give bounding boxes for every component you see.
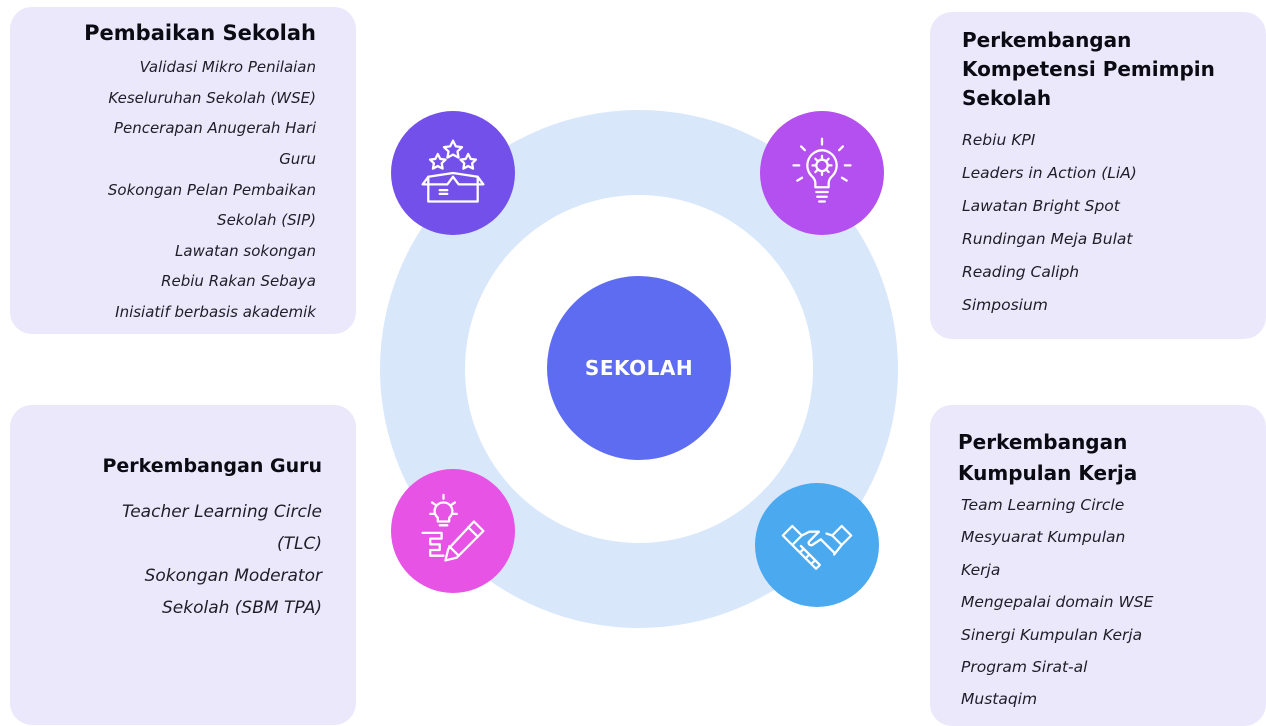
list-item: Rebiu KPI (962, 131, 1036, 149)
list-item: (TLC) (277, 533, 322, 554)
list-item: Keseluruhan Sekolah (WSE) (108, 88, 316, 107)
panel-kumpulan-kerja: Perkembangan Kumpulan Kerja Team Learnin… (930, 405, 1266, 726)
list-item: Sokongan Moderator (144, 565, 322, 586)
panel-perkembangan-guru: Perkembangan Guru Teacher Learning Circl… (10, 405, 356, 725)
panel-title: Perkembangan Kumpulan Kerja (958, 427, 1266, 489)
list-item: Rebiu Rakan Sebaya (161, 272, 316, 291)
panel-title-line: Kompetensi Pemimpin (962, 57, 1215, 81)
list-item: Kerja (961, 560, 1001, 579)
item-list: Validasi Mikro Penilaian Keseluruhan Sek… (22, 52, 316, 327)
panel-title-line: Perkembangan (962, 28, 1132, 52)
lightbulb-gear-icon (760, 111, 884, 235)
item-list: Rebiu KPI Leaders in Action (LiA) Lawata… (962, 124, 1266, 322)
panel-title-line: Kumpulan Kerja (958, 461, 1138, 485)
panel-kompetensi-pemimpin: Perkembangan Kompetensi Pemimpin Sekolah… (930, 12, 1266, 339)
center-label: SEKOLAH (584, 356, 694, 380)
list-item: Pencerapan Anugerah Hari (113, 119, 316, 138)
list-item: Sekolah (SIP) (217, 211, 316, 230)
item-list: Teacher Learning Circle (TLC) Sokongan M… (22, 496, 322, 624)
list-item: Simposium (962, 296, 1048, 314)
list-item: Lawatan Bright Spot (962, 197, 1120, 215)
panel-pembaikan-sekolah: Pembaikan Sekolah Validasi Mikro Penilai… (10, 7, 356, 334)
center-circle: SEKOLAH (547, 276, 731, 460)
list-item: Lawatan sokongan (175, 241, 316, 260)
panel-title-line: Sekolah (962, 86, 1052, 110)
list-item: Sinergi Kumpulan Kerja (961, 625, 1143, 644)
list-item: Team Learning Circle (961, 496, 1125, 514)
list-item: Rundingan Meja Bulat (962, 230, 1133, 248)
box-stars-icon (391, 111, 515, 235)
list-item: Sokongan Pelan Pembaikan (107, 180, 316, 199)
list-item: Mengepalai domain WSE (961, 593, 1154, 612)
list-item: Guru (279, 149, 316, 168)
idea-pencil-icon (391, 469, 515, 593)
list-item: Mustaqim (961, 690, 1038, 709)
list-item: Program Sirat-al (961, 658, 1088, 677)
handshake-icon (755, 483, 879, 607)
list-item: Validasi Mikro Penilaian (139, 58, 316, 77)
panel-title: Pembaikan Sekolah (84, 21, 316, 45)
panel-title: Perkembangan Kompetensi Pemimpin Sekolah (962, 26, 1266, 113)
list-item: Reading Caliph (962, 263, 1080, 281)
item-list: Team Learning Circle Mesyuarat Kumpulan … (958, 489, 1266, 716)
list-item: Sekolah (SBM TPA) (161, 597, 322, 618)
list-item: Mesyuarat Kumpulan (961, 528, 1126, 547)
panel-title: Perkembangan Guru (102, 455, 322, 477)
list-item: Leaders in Action (LiA) (962, 164, 1137, 182)
list-item: Inisiatif berbasis akademik (115, 302, 316, 321)
panel-title-line: Perkembangan (958, 430, 1128, 454)
list-item: Teacher Learning Circle (121, 501, 322, 522)
